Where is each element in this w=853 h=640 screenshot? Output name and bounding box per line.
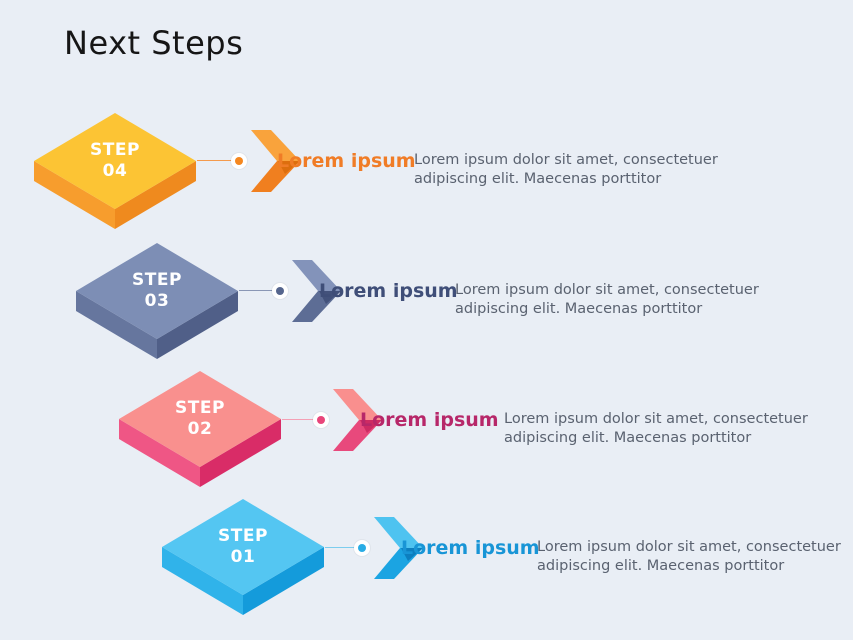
diamond-3d-icon bbox=[76, 243, 238, 359]
connector-dot bbox=[313, 412, 329, 428]
step-01-heading: Lorem ipsum bbox=[401, 537, 540, 559]
diamond-left-face bbox=[34, 161, 115, 229]
chevron-fold bbox=[360, 420, 382, 433]
chevron-fold bbox=[401, 548, 423, 561]
step-number: 03 bbox=[144, 291, 170, 311]
chevron-fold bbox=[319, 291, 341, 304]
connector-line bbox=[197, 160, 232, 161]
step-02-label: STEP 02 bbox=[115, 398, 285, 440]
step-03-label: STEP 03 bbox=[72, 270, 242, 312]
step-label-word: STEP bbox=[132, 270, 182, 290]
step-number: 02 bbox=[187, 419, 213, 439]
chevron-right-icon bbox=[333, 389, 382, 451]
diamond-left-face bbox=[119, 419, 200, 487]
step-03-heading: Lorem ipsum bbox=[319, 280, 458, 302]
step-02-body-text: Lorem ipsum dolor sit amet, consectetuer… bbox=[504, 411, 808, 446]
connector-line bbox=[239, 290, 273, 291]
connector-dot-core bbox=[317, 416, 325, 424]
chevron-top-arm bbox=[251, 130, 300, 161]
connector-dot bbox=[231, 153, 247, 169]
step-01-label: STEP 01 bbox=[158, 526, 328, 568]
step-01-diamond: STEP 01 bbox=[158, 496, 328, 618]
diamond-top-face bbox=[162, 499, 324, 595]
step-02-diamond: STEP 02 bbox=[115, 368, 285, 490]
step-04-heading: Lorem ipsum bbox=[277, 150, 416, 172]
diamond-3d-icon bbox=[34, 113, 196, 229]
step-03-body-text: Lorem ipsum dolor sit amet, consectetuer… bbox=[455, 282, 759, 317]
diamond-3d-icon bbox=[119, 371, 281, 487]
chevron-right-icon bbox=[251, 130, 300, 192]
chevron-right-icon bbox=[374, 517, 423, 579]
diamond-left-face bbox=[76, 291, 157, 359]
step-04-diamond: STEP 04 bbox=[30, 110, 200, 232]
step-03-diamond: STEP 03 bbox=[72, 240, 242, 362]
diamond-top-face bbox=[119, 371, 281, 467]
diamond-left-face bbox=[162, 547, 243, 615]
connector-dot-core bbox=[235, 157, 243, 165]
step-04-body-text: Lorem ipsum dolor sit amet, consectetuer… bbox=[414, 152, 718, 187]
chevron-fold bbox=[278, 161, 300, 174]
slide-title: Next Steps bbox=[64, 24, 244, 62]
connector-dot bbox=[354, 540, 370, 556]
step-02-heading: Lorem ipsum bbox=[360, 409, 499, 431]
chevron-right-icon bbox=[292, 260, 341, 322]
connector-line bbox=[282, 419, 314, 420]
chevron-top-arm bbox=[292, 260, 341, 291]
step-number: 04 bbox=[102, 161, 128, 181]
chevron-top-arm bbox=[374, 517, 423, 548]
step-04-label: STEP 04 bbox=[30, 140, 200, 182]
diamond-3d-icon bbox=[162, 499, 324, 615]
diamond-top-face bbox=[76, 243, 238, 339]
diamond-top-face bbox=[34, 113, 196, 209]
connector-line bbox=[325, 547, 355, 548]
diamond-right-face bbox=[157, 291, 238, 359]
connector-dot-core bbox=[358, 544, 366, 552]
step-label-word: STEP bbox=[218, 526, 268, 546]
diamond-right-face bbox=[200, 419, 281, 487]
step-label-word: STEP bbox=[90, 140, 140, 160]
diamond-right-face bbox=[243, 547, 324, 615]
connector-dot-core bbox=[276, 287, 284, 295]
step-01-body-text: Lorem ipsum dolor sit amet, consectetuer… bbox=[537, 539, 841, 574]
step-number: 01 bbox=[230, 547, 256, 567]
chevron-top-arm bbox=[333, 389, 382, 420]
diamond-right-face bbox=[115, 161, 196, 229]
connector-dot bbox=[272, 283, 288, 299]
step-label-word: STEP bbox=[175, 398, 225, 418]
